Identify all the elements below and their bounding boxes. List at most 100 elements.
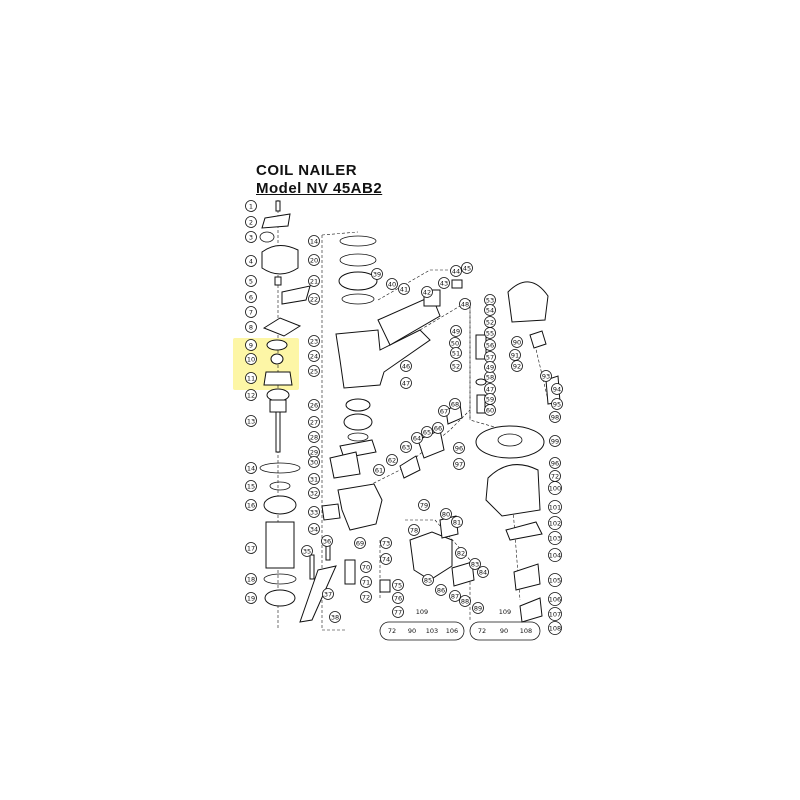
callout-number: 97: [455, 460, 463, 468]
callout-circle: [449, 398, 461, 410]
callout-number: 11: [247, 374, 255, 382]
callout-32: 32: [308, 487, 320, 499]
callout-circle: [548, 481, 562, 495]
diagram-title: COIL NAILER: [256, 162, 358, 179]
callout-circle: [245, 573, 257, 585]
callout-15: 15: [245, 480, 257, 492]
callout-number: 77: [394, 608, 402, 616]
callout-number: 65: [423, 428, 431, 436]
callout-circle: [245, 389, 257, 401]
callout-6: 6: [245, 291, 257, 303]
callout-11: 11: [245, 372, 257, 384]
callout-circle: [548, 607, 562, 621]
callout-number: 20: [310, 256, 318, 264]
callout-circle: [360, 576, 372, 588]
callout-36: 36: [321, 535, 333, 547]
callout-17: 17: [245, 542, 257, 554]
callout-106: 106: [548, 592, 562, 606]
callout-78: 78: [408, 524, 420, 536]
callout-number: 94: [553, 385, 561, 393]
callout-number: 102: [549, 519, 561, 527]
callout-number: 104: [549, 551, 561, 559]
callout-49: 49: [484, 361, 496, 373]
callout-63: 63: [400, 441, 412, 453]
callout-number: 31: [310, 475, 318, 483]
callout-93: 93: [540, 370, 552, 382]
callout-98: 98: [549, 411, 561, 423]
callout-number: 55: [486, 329, 494, 337]
callout-circle: [308, 487, 320, 499]
callout-number: 1: [249, 202, 253, 210]
callout-33: 33: [308, 506, 320, 518]
callout-circle: [245, 275, 257, 287]
callout-30: 30: [308, 456, 320, 468]
callout-circle: [308, 275, 320, 287]
callout-number: 47: [402, 379, 410, 387]
callout-circle: [392, 606, 404, 618]
callout-circle: [438, 405, 450, 417]
callout-circle: [461, 262, 473, 274]
callout-number: 48: [461, 300, 469, 308]
callout-number: 38: [331, 613, 339, 621]
callout-number: 78: [410, 526, 418, 534]
callout-number: 60: [486, 406, 494, 414]
callout-circle: [511, 336, 523, 348]
callout-79: 79: [418, 499, 430, 511]
callout-circle: [408, 524, 420, 536]
callout-number: 25: [310, 367, 318, 375]
callout-72: 72: [360, 591, 372, 603]
callout-43: 43: [438, 277, 450, 289]
callout-62: 62: [386, 454, 398, 466]
callout-number: 89: [474, 604, 482, 612]
callout-circle: [308, 350, 320, 362]
callout-number: 49: [452, 327, 460, 335]
callout-number: 106: [549, 595, 561, 603]
callout-circle: [548, 548, 562, 562]
callout-number: 43: [440, 279, 448, 287]
callout-80: 80: [440, 508, 452, 520]
callout-circle: [386, 454, 398, 466]
callout-number: 18: [247, 575, 255, 583]
callout-circle: [400, 377, 412, 389]
callout-96: 96: [453, 442, 465, 454]
callout-circle: [551, 398, 563, 410]
callout-number: 82: [457, 549, 465, 557]
callout-70: 70: [360, 561, 372, 573]
callout-circle: [511, 360, 523, 372]
callout-number: 5: [249, 277, 253, 285]
callout-20: 20: [308, 254, 320, 266]
callout-number: 68: [451, 400, 459, 408]
callout-circle: [453, 458, 465, 470]
callout-number: 50: [451, 339, 459, 347]
callout-circle: [440, 508, 452, 520]
callout-number: 16: [247, 501, 255, 509]
callout-number: 39: [373, 270, 381, 278]
callout-84: 84: [477, 566, 489, 578]
callout-number: 57: [486, 353, 494, 361]
callout-number: 86: [437, 586, 445, 594]
callout-82: 82: [455, 547, 467, 559]
callout-37: 37: [322, 588, 334, 600]
callout-number: 56: [486, 341, 494, 349]
callout-circle: [549, 411, 561, 423]
callout-96: 96: [549, 457, 561, 469]
callout-number: 15: [247, 482, 255, 490]
callout-number: 81: [453, 518, 461, 526]
callout-circle: [308, 456, 320, 468]
callout-65: 65: [421, 426, 433, 438]
callout-45: 45: [461, 262, 473, 274]
callout-44: 44: [450, 265, 462, 277]
box-item-number: 103: [426, 627, 438, 635]
callout-number: 17: [247, 544, 255, 552]
callout-number: 74: [382, 555, 390, 563]
magazine-parts: [475, 281, 561, 623]
callout-circle: [245, 499, 257, 511]
callout-86: 86: [435, 584, 447, 596]
callout-number: 26: [310, 401, 318, 409]
callout-circle: [449, 590, 461, 602]
callout-number: 99: [551, 437, 559, 445]
callout-number: 75: [394, 581, 402, 589]
callout-circle: [360, 561, 372, 573]
callout-circle: [308, 365, 320, 377]
